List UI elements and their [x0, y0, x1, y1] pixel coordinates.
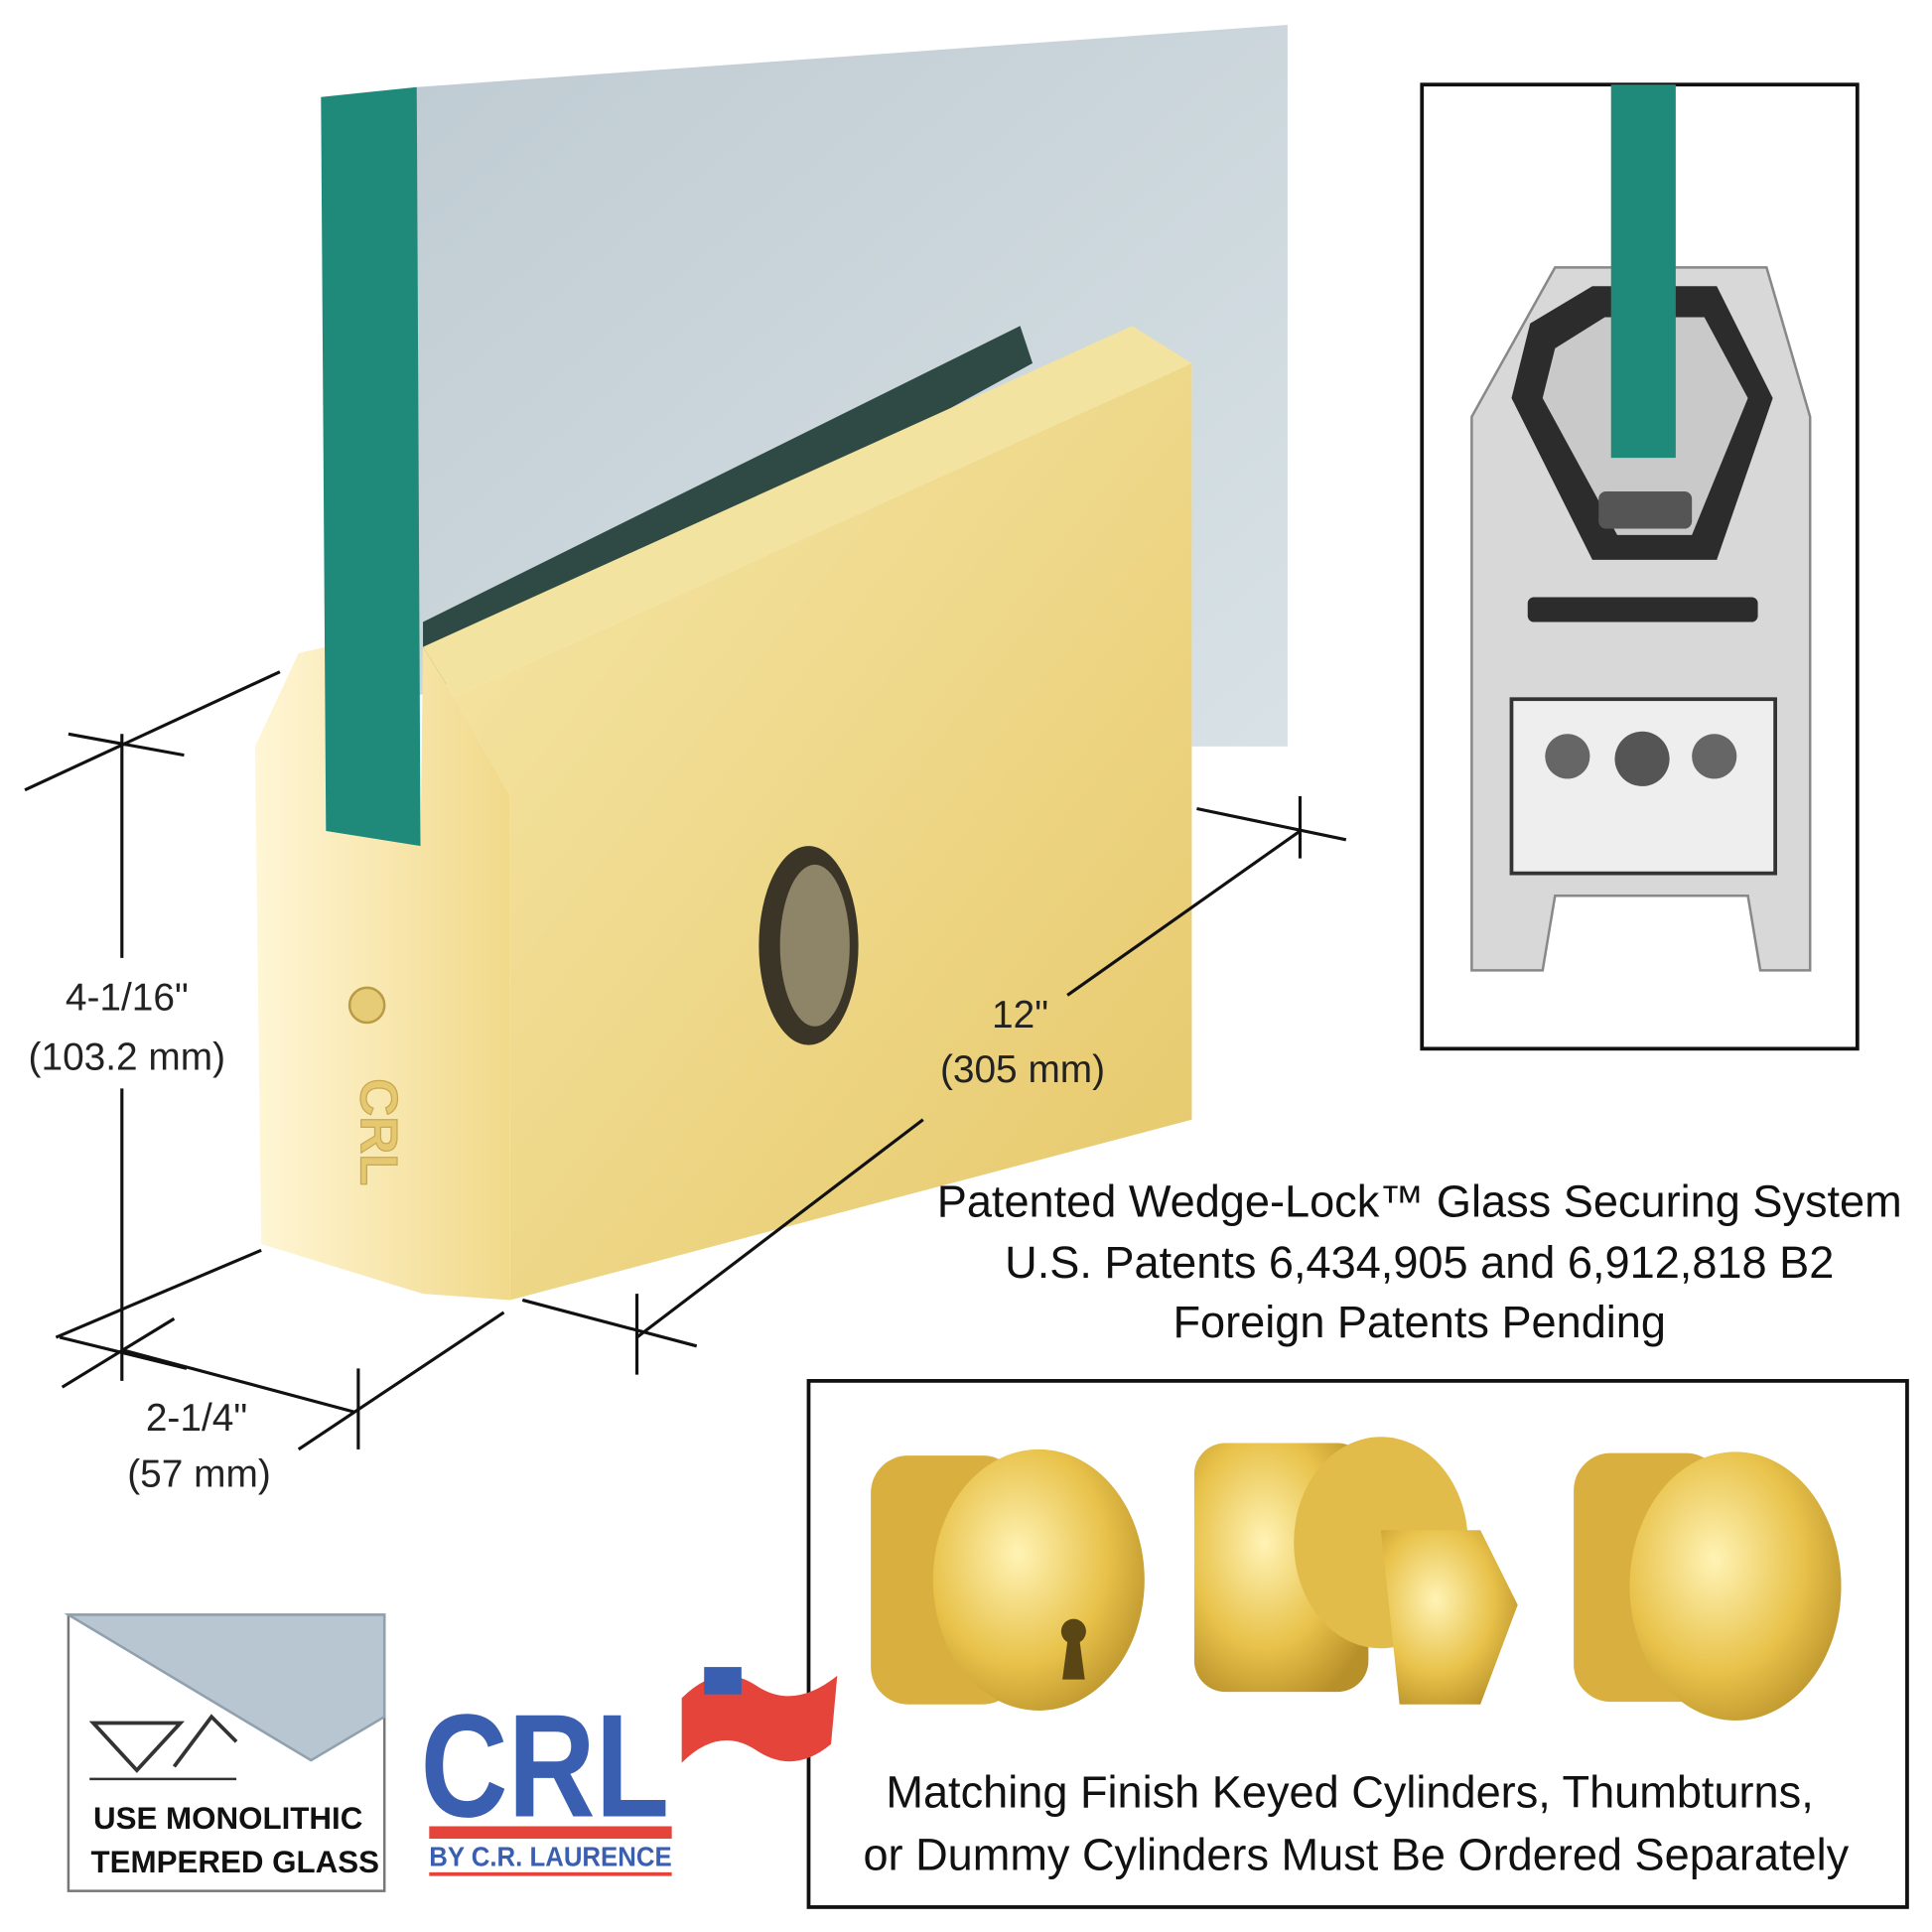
- keyhole-icon: [1060, 1618, 1086, 1680]
- lock-bolt: [1614, 731, 1670, 786]
- door-rail-illustration: CRL: [254, 25, 1288, 1301]
- patent-line-3: Foreign Patents Pending: [1173, 1297, 1666, 1347]
- screw-icon: [347, 986, 386, 1025]
- embossed-logo: CRL: [348, 1078, 407, 1185]
- setting-block: [1598, 490, 1693, 529]
- depth-dimension-mm: (57 mm): [127, 1452, 271, 1495]
- patent-line-2: U.S. Patents 6,434,905 and 6,912,818 B2: [1005, 1237, 1834, 1288]
- glass-corner-graphic: [64, 1613, 386, 1762]
- height-dimension-inches: 4-1/16": [66, 976, 189, 1019]
- thumbturn: [1193, 1437, 1518, 1705]
- lock-cylinder-inner: [779, 864, 850, 1027]
- logo-tagline: BY C.R. LAURENCE: [429, 1842, 671, 1872]
- cylinders-note-line-1: Matching Finish Keyed Cylinders, Thumbtu…: [886, 1767, 1813, 1818]
- cylinders-note-line-2: or Dummy Cylinders Must Be Ordered Separ…: [863, 1829, 1849, 1879]
- lock-bolt: [1545, 734, 1590, 779]
- glass-edge: [321, 86, 421, 847]
- thumbturn-handle: [1380, 1530, 1518, 1705]
- flag-canton: [704, 1667, 742, 1695]
- rail-top-face: [423, 326, 1192, 697]
- dummy-cylinder: [1574, 1451, 1842, 1721]
- logo-red-bar: [429, 1826, 672, 1840]
- flag-icon: [681, 1675, 838, 1763]
- badge-line-1: USE MONOLITHIC: [93, 1801, 362, 1836]
- crl-logo: CRL BY C.R. LAURENCE: [421, 1667, 838, 1876]
- clip-rail: [1527, 597, 1758, 622]
- glass-edge-section: [1610, 84, 1676, 459]
- logo-mark: CRL: [421, 1684, 670, 1848]
- dimension-lines: [24, 670, 1347, 1451]
- badge-line-2: TEMPERED GLASS: [90, 1845, 379, 1879]
- height-dimension-mm: (103.2 mm): [29, 1036, 226, 1079]
- lock-chamber: [1509, 697, 1777, 876]
- length-dimension-inches: 12": [992, 994, 1048, 1036]
- rail-front-face: [454, 362, 1192, 1301]
- lock-bolt: [1692, 734, 1737, 779]
- glass-break-icon: [88, 1714, 238, 1773]
- depth-dimension-inches: 2-1/4": [146, 1397, 247, 1440]
- tempered-glass-badge: USE MONOLITHIC TEMPERED GLASS: [64, 1613, 386, 1892]
- rail-end-face: [254, 646, 510, 1301]
- length-dimension-mm: (305 mm): [940, 1048, 1105, 1091]
- cylinders-panel: Matching Finish Keyed Cylinders, Thumbtu…: [806, 1379, 1909, 1909]
- patent-line-1: Patented Wedge-Lock™ Glass Securing Syst…: [937, 1175, 1902, 1226]
- cross-section-inset: [1420, 82, 1860, 1051]
- logo-underline: [429, 1871, 672, 1876]
- keyed-cylinder: [871, 1449, 1145, 1711]
